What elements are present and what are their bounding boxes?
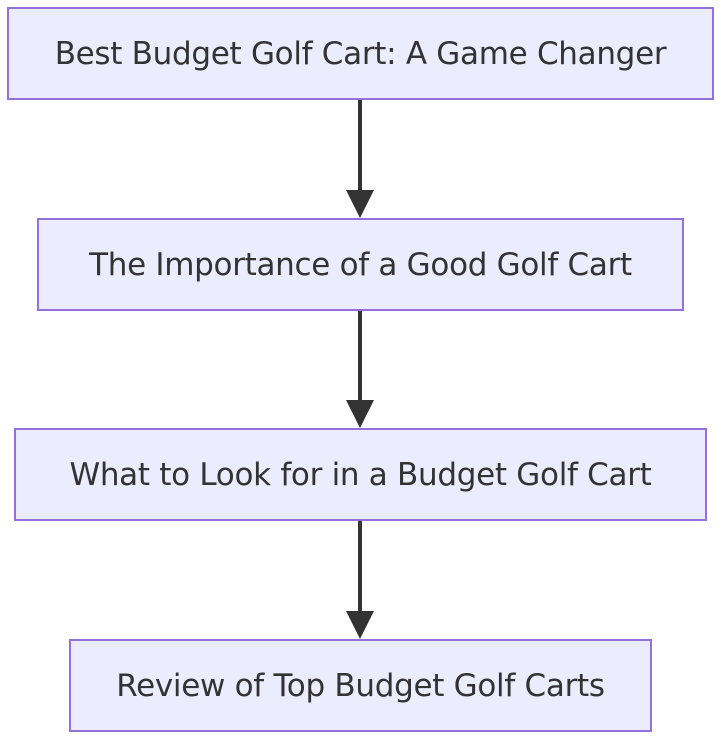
arrowhead-icon [346, 400, 374, 428]
arrowhead-icon [346, 190, 374, 218]
node-label: The Importance of a Good Golf Cart [89, 246, 632, 283]
node-best-budget-golf-cart: Best Budget Golf Cart: A Game Changer [7, 7, 714, 100]
node-importance-of-good-golf-cart: The Importance of a Good Golf Cart [37, 218, 684, 311]
edge-n3-n4 [346, 521, 374, 639]
node-label: What to Look for in a Budget Golf Cart [69, 456, 652, 493]
edge-n1-n2 [346, 100, 374, 218]
edge-n2-n3 [346, 311, 374, 428]
node-label: Review of Top Budget Golf Carts [116, 667, 605, 704]
node-what-to-look-for: What to Look for in a Budget Golf Cart [14, 428, 707, 521]
node-review-top-budget-golf-carts: Review of Top Budget Golf Carts [69, 639, 652, 732]
node-label: Best Budget Golf Cart: A Game Changer [54, 35, 667, 72]
arrowhead-icon [346, 611, 374, 639]
